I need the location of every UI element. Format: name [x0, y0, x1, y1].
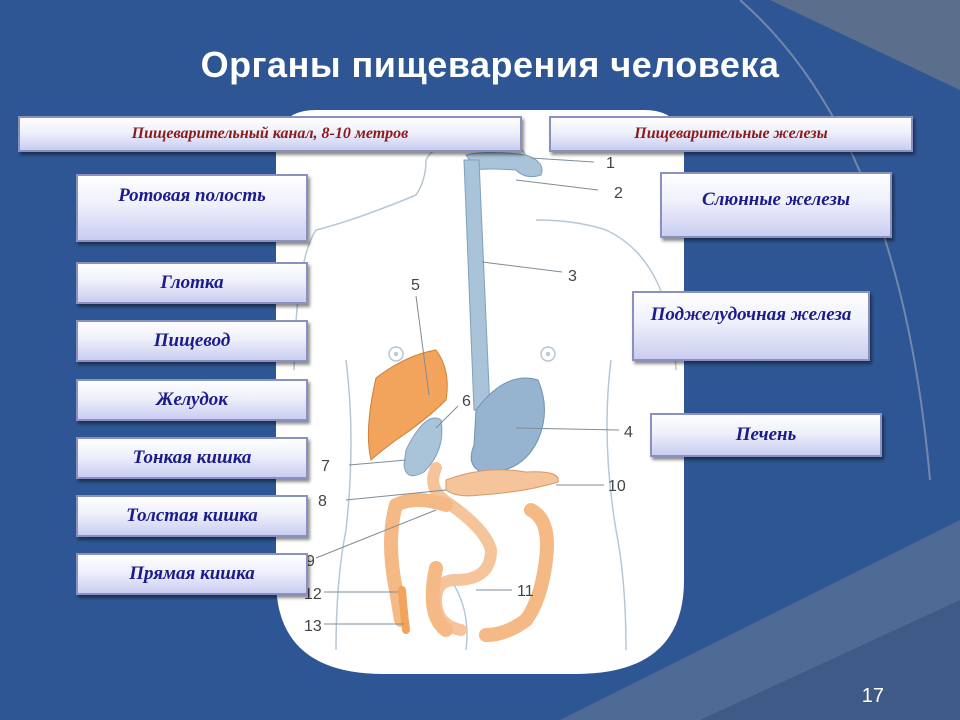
leader-7 [348, 459, 407, 466]
figure-number-11: 11 [517, 583, 534, 600]
left-nipple [388, 346, 404, 362]
leader-9 [315, 509, 437, 559]
figure-number-7: 7 [321, 458, 330, 475]
pancreas [445, 469, 559, 497]
waist-left [335, 359, 352, 651]
figure-number-9: 9 [306, 553, 315, 570]
leader-6 [435, 405, 459, 429]
figure-number-6: 6 [462, 393, 471, 410]
figure-number-12: 12 [304, 586, 322, 603]
right-nipple [540, 346, 556, 362]
label-pharynx: Глотка [76, 262, 308, 304]
stomach [470, 377, 545, 473]
liver [367, 349, 448, 461]
figure-number-3: 3 [568, 268, 577, 285]
large-intestine [384, 493, 554, 642]
label-stomach: Желудок [76, 379, 308, 421]
leader-1 [530, 157, 595, 163]
figure-number-8: 8 [318, 493, 327, 510]
leader-8 [345, 489, 447, 501]
figure-number-4: 4 [624, 424, 633, 441]
gallbladder [403, 417, 443, 477]
label-oral-cavity: Ротовая полость [76, 174, 308, 242]
figure-number-13: 13 [304, 618, 322, 635]
label-large-intestine: Толстая кишка [76, 495, 308, 537]
slide-title: Органы пищеварения человека [200, 44, 780, 85]
leader-5 [415, 295, 430, 396]
leader-2 [515, 179, 599, 191]
label-pancreas: Поджелудочная железа [632, 291, 870, 361]
figure-number-5: 5 [411, 277, 420, 294]
label-liver: Печень [650, 413, 882, 457]
right-nipple-dot [546, 352, 550, 356]
canal-header: Пищеварительный канал, 8-10 метров [18, 116, 522, 152]
digestive-system-figure: 1 2 3 4 5 6 7 8 9 10 11 12 13 [276, 110, 684, 674]
waist-right [606, 359, 627, 651]
mouth-pharynx [465, 152, 543, 178]
leader-3 [481, 261, 563, 273]
rectum [398, 586, 410, 634]
figure-number-1: 1 [606, 155, 615, 172]
label-rectum: Прямая кишка [76, 553, 308, 595]
label-esophagus: Пищевод [76, 320, 308, 362]
figure-number-2: 2 [614, 185, 623, 202]
glands-header: Пищеварительные железы [549, 116, 913, 152]
slide-number: 17 [861, 685, 884, 707]
label-small-intestine: Тонкая кишка [76, 437, 308, 479]
left-nipple-dot [394, 352, 398, 356]
label-salivary-glands: Слюнные железы [660, 172, 892, 238]
figure-number-10: 10 [608, 478, 626, 495]
leader-4 [515, 427, 620, 431]
